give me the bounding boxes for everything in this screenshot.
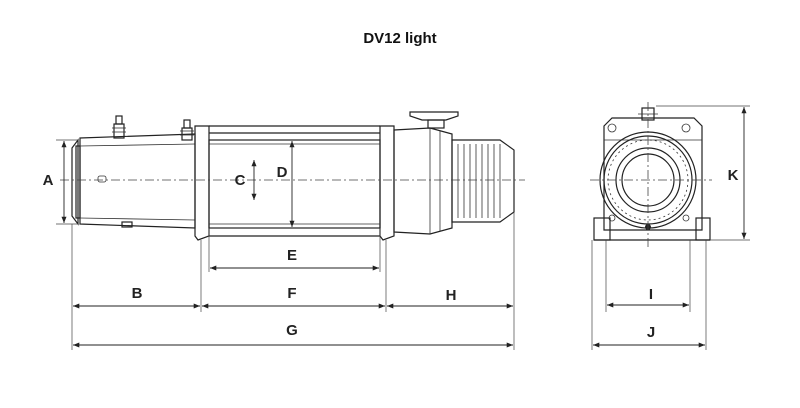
label-F: F (287, 285, 296, 302)
label-A: A (43, 172, 54, 189)
label-D: D (277, 164, 288, 181)
label-C: C (235, 172, 246, 189)
label-H: H (446, 287, 457, 304)
label-E: E (287, 247, 297, 264)
label-B: B (132, 285, 143, 302)
dimension-labels: A C D E B F H G K I J (43, 164, 739, 341)
end-dimensions (591, 105, 750, 350)
label-I: I (649, 286, 653, 303)
side-view (60, 111, 525, 241)
label-J: J (647, 324, 655, 341)
side-dimensions (56, 139, 515, 350)
diagram-title: DV12 light (363, 30, 437, 47)
end-view (590, 102, 712, 250)
label-G: G (286, 322, 298, 339)
label-K: K (728, 167, 739, 184)
